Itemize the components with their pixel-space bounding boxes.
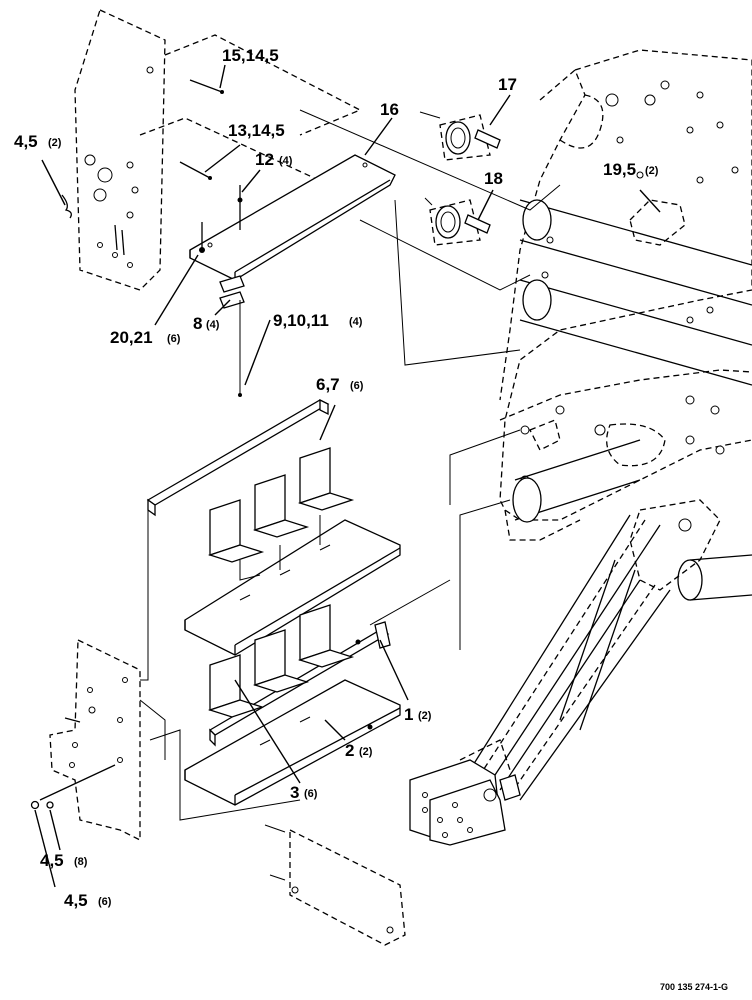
leader-assembly-left xyxy=(140,510,149,681)
callout-label: 4,5 xyxy=(14,132,38,151)
callout-2: 2 (2) xyxy=(345,741,373,760)
lower-left-side-panel xyxy=(30,638,141,842)
leader-mid-long xyxy=(359,219,531,291)
callout-label: 2 xyxy=(345,741,354,760)
callout-20-21: 20,21 (6) xyxy=(110,328,181,347)
callout-4-5-top: 4,5 (2) xyxy=(14,132,62,151)
baler-frame xyxy=(499,49,752,601)
callout-label: 4,5 xyxy=(40,851,64,870)
callout-8: 8 (4) xyxy=(193,314,220,333)
leader-assembly-mid xyxy=(139,699,166,760)
part-16-bracket xyxy=(189,154,396,281)
callout-3: 3 (6) xyxy=(290,783,318,802)
callout-quantity: (6) xyxy=(350,380,364,392)
callout-label: 12 xyxy=(255,150,274,169)
callout-1: 1 (2) xyxy=(404,705,432,724)
part-1-bar-upper xyxy=(146,398,330,517)
callout-quantity: (4) xyxy=(349,316,363,328)
part-15-pin xyxy=(189,79,223,93)
hardware-bolts xyxy=(199,185,245,397)
callout-quantity: (6) xyxy=(98,896,112,908)
callout-16: 16 xyxy=(380,100,399,119)
callout-label: 20,21 xyxy=(110,328,153,347)
callout-6-7: 6,7 (6) xyxy=(316,375,364,394)
callout-12: 12 (4) xyxy=(255,150,293,169)
hitch-tongue xyxy=(409,499,721,846)
part-3-plates-lower xyxy=(207,604,355,718)
leader-vertical xyxy=(394,199,521,366)
callout-label: 13,14,5 xyxy=(228,121,285,140)
bottom-cover-panel xyxy=(264,824,406,946)
part-2-tray-upper xyxy=(184,519,401,656)
callout-quantity: (4) xyxy=(206,319,220,331)
callout-label: 9,10,11 xyxy=(273,311,329,330)
leader-to-frame-2 xyxy=(459,499,511,650)
leader-to-frame-1 xyxy=(449,429,521,505)
part-18-bushing xyxy=(424,197,491,246)
callout-quantity: (2) xyxy=(645,165,659,177)
callout-label: 8 xyxy=(193,314,202,333)
callout-label: 6,7 xyxy=(316,375,340,394)
callout-9-10-11: 9,10,11 (4) xyxy=(273,311,363,330)
leader-assembly-steps xyxy=(149,729,301,821)
callout-19-5: 19,5 (2) xyxy=(603,160,659,179)
callout-label: 3 xyxy=(290,783,299,802)
callout-leaders xyxy=(34,64,661,888)
leader-to-frame-3 xyxy=(369,579,451,626)
reference-plane-top xyxy=(164,34,362,136)
callout-15-14-5: 15,14,5 xyxy=(222,46,279,65)
part-13-pin xyxy=(179,161,211,179)
callout-label: 1 xyxy=(404,705,413,724)
callout-label: 4,5 xyxy=(64,891,88,910)
callout-label: 19,5 xyxy=(603,160,636,179)
drawing-code: 700 135 274-1-G xyxy=(660,982,728,992)
callout-label: 16 xyxy=(380,100,399,119)
callout-label: 18 xyxy=(484,169,503,188)
callout-quantity: (6) xyxy=(304,788,318,800)
callout-quantity: (6) xyxy=(167,333,181,345)
part-3-plates-upper xyxy=(207,447,355,581)
callout-label: 15,14,5 xyxy=(222,46,279,65)
callout-quantity: (2) xyxy=(418,710,432,722)
upper-left-side-panel xyxy=(74,9,166,291)
callout-4-5-six: 4,5 (6) xyxy=(64,891,112,910)
callout-17: 17 xyxy=(498,75,517,94)
callout-18: 18 xyxy=(484,169,503,188)
callout-13-14-5: 13,14,5 xyxy=(228,121,285,140)
part-2-tray-lower xyxy=(184,679,401,806)
callout-quantity: (4) xyxy=(279,155,293,167)
spring-upper xyxy=(61,194,72,219)
callout-quantity: (8) xyxy=(74,856,88,868)
callout-4-5-eight: 4,5 (8) xyxy=(40,851,88,870)
part-17-bushing xyxy=(419,111,501,161)
callout-label: 17 xyxy=(498,75,517,94)
leader-top-long xyxy=(299,109,561,211)
callout-quantity: (2) xyxy=(359,746,373,758)
callout-quantity: (2) xyxy=(48,137,62,149)
